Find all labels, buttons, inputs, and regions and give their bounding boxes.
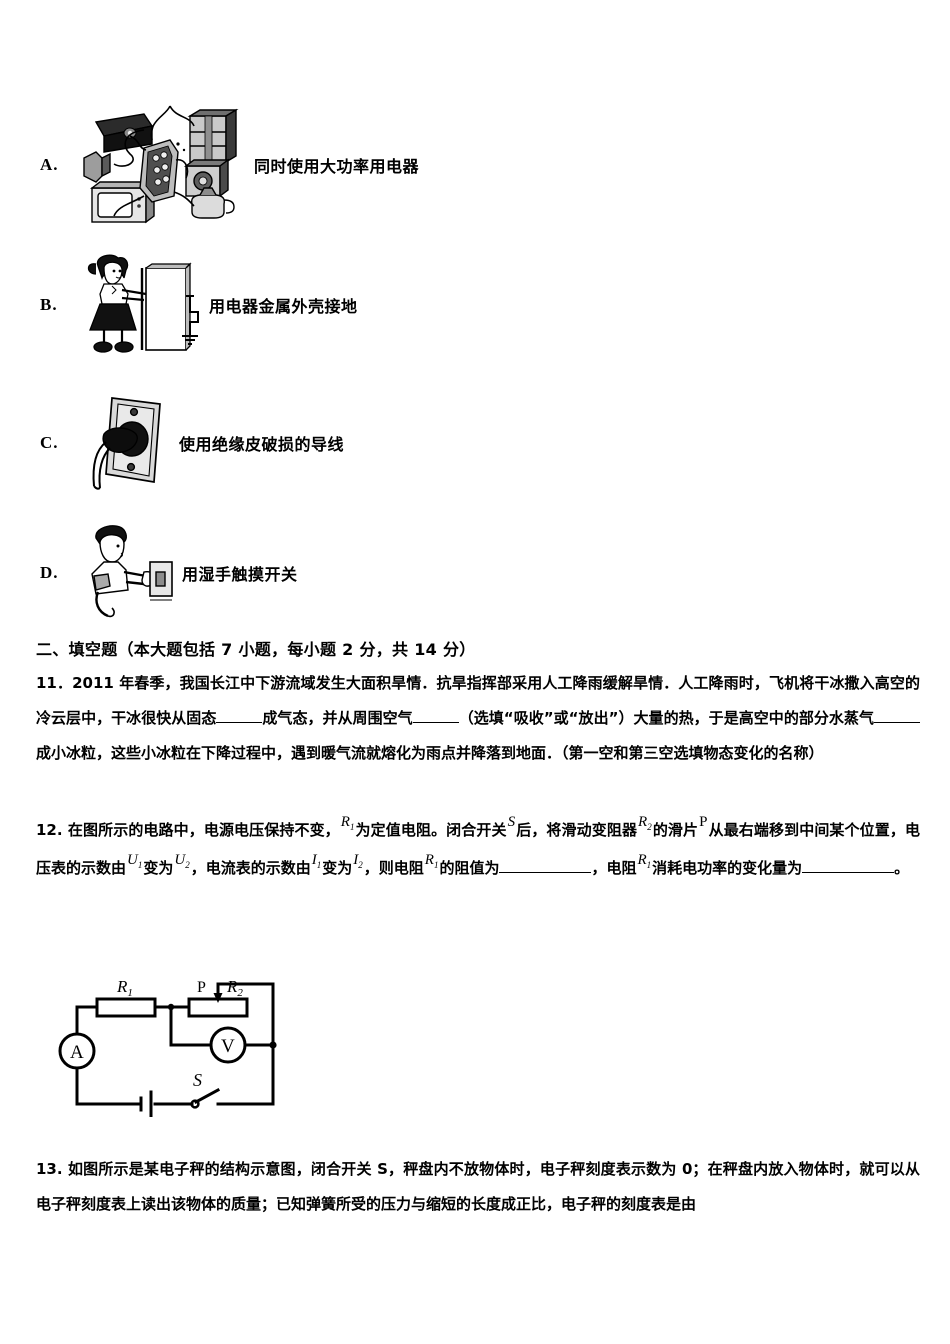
q11-text-part-4: 成小冰粒，这些小冰粒在下降过程中，遇到暖气流就熔化为雨点并降落到地面．（第一空和…: [36, 744, 824, 762]
q12-text-4: 的滑片: [652, 821, 699, 839]
q12-blank-2[interactable]: [802, 872, 895, 873]
grounded-refrigerator-illustration: [74, 250, 209, 360]
circuit-label-switch: S: [193, 1070, 202, 1090]
q12-text-6: 变为: [143, 859, 174, 877]
wet-hand-touching-switch-illustration: [74, 520, 182, 625]
q12-var-r1: R1: [340, 814, 355, 832]
q12-blank-1[interactable]: [499, 872, 592, 873]
q12-text-2: 为定值电阻。闭合开关: [355, 821, 507, 839]
q12-text-7: ，电流表的示数由: [190, 859, 311, 877]
option-caption-d: 用湿手触摸开关: [182, 564, 298, 584]
section-heading-fill-in-blank: 二、填空题（本大题包括 7 小题，每小题 2 分，共 14 分）: [36, 640, 476, 659]
q12-var-r2: R2: [638, 814, 652, 832]
question-13: 13. 如图所示是某电子秤的结构示意图，闭合开关 S，秤盘内不放物体时，电子秤刻…: [36, 1152, 920, 1222]
q12-var-u1: U1: [127, 852, 143, 870]
option-row-c: C.: [40, 390, 920, 495]
option-letter-d: D.: [40, 562, 59, 582]
option-row-b: B.: [40, 250, 920, 360]
q12-text-13: 。: [894, 859, 910, 877]
option-caption-c: 使用绝缘皮破损的导线: [179, 434, 345, 454]
many-appliances-one-outlet-illustration: [74, 100, 254, 230]
q11-blank-2[interactable]: [412, 722, 459, 723]
q12-var-i1: I1: [311, 852, 322, 870]
q12-text-12: 消耗电功率的变化量为: [652, 859, 803, 877]
damaged-insulation-wire-outlet-illustration: [74, 390, 179, 495]
q11-blank-1[interactable]: [216, 722, 263, 723]
option-caption-b: 用电器金属外壳接地: [209, 297, 358, 316]
q12-text-8: 变为: [322, 859, 353, 877]
circuit-label-voltmeter: V: [221, 1036, 235, 1057]
option-row-a: A.: [40, 100, 920, 230]
q13-number: 13.: [36, 1160, 63, 1178]
circuit-label-ammeter: A: [70, 1042, 84, 1063]
question-11: 11．2011 年春季，我国长江中下游流域发生大面积旱情．抗旱指挥部采用人工降雨…: [36, 666, 920, 771]
q12-text-11: ，电阻: [591, 859, 637, 877]
q11-number: 11．: [36, 674, 73, 692]
circuit-label-r1: R1: [116, 977, 133, 999]
q11-text-part-3: （选填“吸收”或“放出”）大量的热，于是高空中的部分水蒸气: [458, 709, 874, 727]
q12-var-r1-c: R1: [637, 852, 652, 870]
q12-text-3: 后，将滑动变阻器: [516, 821, 638, 839]
q12-var-r1-b: R1: [424, 852, 439, 870]
option-letter-a: A.: [40, 155, 59, 174]
q12-text-1: 在图所示的电路中，电源电压保持不变，: [67, 821, 340, 839]
q11-text-part-2: 成气态，并从周围空气: [262, 709, 413, 727]
option-letter-b: B.: [40, 295, 58, 314]
q12-number: 12.: [36, 821, 63, 839]
series-circuit-diagram: R1 R2 P A V S: [55, 972, 300, 1117]
circuit-label-r2: R2: [226, 977, 243, 999]
question-12: 12. 在图所示的电路中，电源电压保持不变，R1为定值电阻。闭合开关S后，将滑动…: [36, 812, 920, 888]
q12-text-10: 的阻值为: [439, 859, 500, 877]
q12-var-i2: I2: [353, 852, 363, 870]
q12-text-5: 从最右端移到中间某个位置，电压表的示数由: [36, 821, 920, 877]
option-row-d: D.: [40, 520, 920, 625]
q12-var-u2: U2: [174, 852, 190, 870]
option-letter-c: C.: [40, 432, 59, 452]
q11-text-part-1: 2011 年春季，我国长江中下游流域发生大面积旱情．抗旱指挥部采用人工降雨缓解旱…: [36, 674, 921, 727]
q12-text-9: ，则电阻: [363, 859, 424, 877]
q12-var-s: S: [507, 814, 516, 830]
circuit-label-p: P: [197, 979, 206, 996]
q11-blank-3[interactable]: [874, 722, 920, 723]
q13-text: 如图所示是某电子秤的结构示意图，闭合开关 S，秤盘内不放物体时，电子秤刻度表示数…: [36, 1160, 920, 1213]
option-caption-a: 同时使用大功率用电器: [254, 157, 420, 176]
q12-var-p: P: [699, 814, 708, 830]
